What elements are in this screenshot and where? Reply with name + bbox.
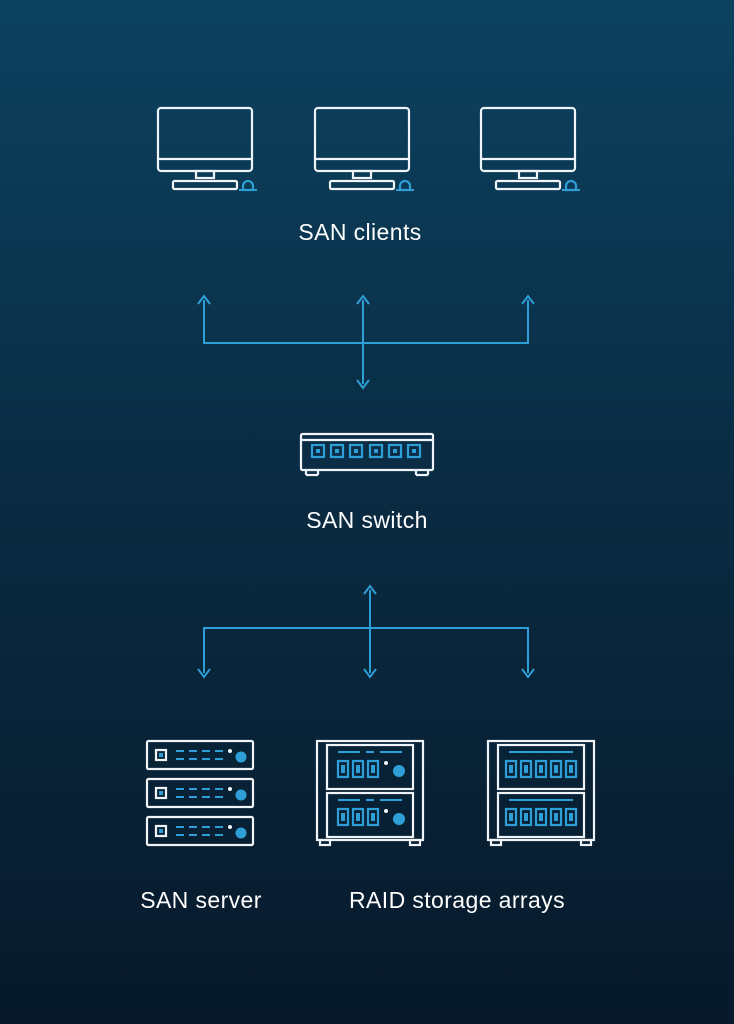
arrow-up-icon <box>363 584 377 595</box>
san-server-label: SAN server <box>140 887 262 913</box>
arrow-down-icon <box>521 668 535 679</box>
san-switch-label: SAN switch <box>306 507 428 533</box>
san-clients-label: SAN clients <box>298 219 422 245</box>
arrow-down-icon <box>197 668 211 679</box>
arrow-down-icon <box>356 379 370 390</box>
storage-array-icon-2 <box>486 739 596 847</box>
arrow-down-icon <box>363 668 377 679</box>
arrow-up-icon <box>197 294 211 305</box>
storage-array-icon-1 <box>315 739 425 847</box>
client-monitor-icon-1 <box>156 106 259 192</box>
clients-switch-connector <box>197 294 535 390</box>
network-switch-icon <box>299 432 435 477</box>
switch-storage-connector <box>197 584 535 679</box>
arrow-up-icon <box>356 294 370 305</box>
server-rack-icon <box>145 739 255 847</box>
raid-storage-arrays-label: RAID storage arrays <box>349 887 565 913</box>
arrow-up-icon <box>521 294 535 305</box>
client-monitor-icon-3 <box>479 106 582 192</box>
client-monitor-icon-2 <box>313 106 416 192</box>
